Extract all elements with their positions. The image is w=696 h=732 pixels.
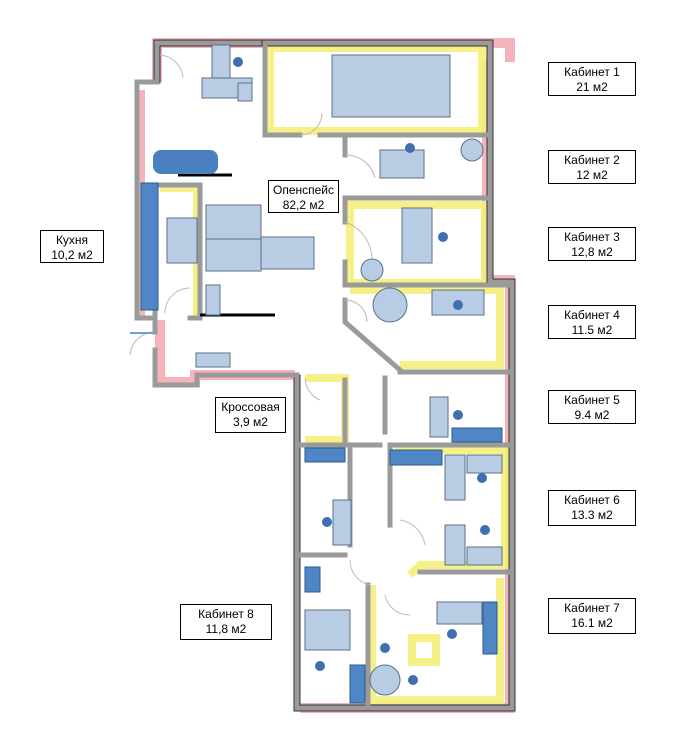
room-name: Кухня	[55, 233, 89, 247]
room-name: Кабинет 6	[564, 493, 620, 507]
room-name: Опенспейс	[272, 183, 334, 197]
room-area: 3,9 м2	[233, 415, 268, 429]
room-area: 12,8 м2	[571, 245, 613, 259]
room-area: 11,8 м2	[205, 622, 247, 636]
room-name: Кабинет 1	[564, 65, 620, 79]
room-name: Кабинет 7	[564, 601, 620, 615]
room-name: Кроссовая	[221, 400, 280, 414]
room-name: Кабинет 4	[564, 308, 620, 322]
room-area: 10,2 м2	[51, 248, 93, 262]
interior-glow	[160, 44, 509, 704]
room-area: 82,2 м2	[282, 198, 325, 212]
room-area: 12 м2	[576, 168, 608, 182]
room-name: Кабинет 8	[198, 607, 254, 621]
room-name: Кабинет 5	[564, 393, 620, 407]
room-name: Кабинет 2	[564, 153, 620, 167]
room-area: 11.5 м2	[571, 323, 613, 337]
room-area: 21 м2	[576, 80, 608, 94]
room-area: 16.1 м2	[571, 616, 613, 630]
room-name: Кабинет 3	[564, 230, 620, 244]
furniture	[140, 44, 503, 704]
room-area: 9.4 м2	[574, 408, 610, 422]
doors	[129, 54, 426, 616]
room-area: 13.3 м2	[571, 508, 613, 522]
